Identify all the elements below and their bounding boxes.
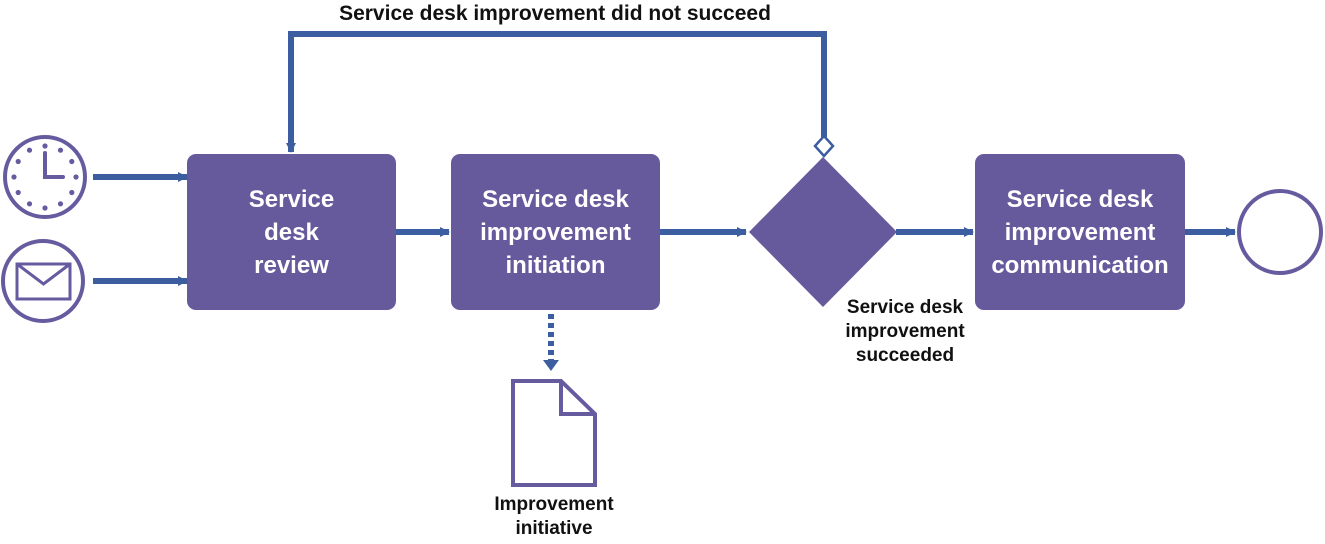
flow-loop-back <box>286 31 827 153</box>
document-icon <box>511 379 597 487</box>
task-service-desk-review[interactable]: Service desk review <box>187 154 396 310</box>
end-circle-icon <box>1237 189 1323 275</box>
task-service-desk-review-label: Service desk review <box>248 185 335 279</box>
task-service-desk-improvement-initiation[interactable]: Service desk improvement initiation <box>451 154 660 310</box>
loop-flow-label: Service desk improvement did not succeed <box>339 2 771 25</box>
association-arrowhead <box>543 360 559 371</box>
diamond-gateway <box>749 157 897 307</box>
gateway-label: Service desk improvement succeeded <box>845 297 965 366</box>
clock-icon <box>3 135 87 219</box>
task-service-desk-improvement-communication[interactable]: Service desk improvement communication <box>975 154 1185 310</box>
task-communication-label: Service desk improvement communication <box>991 185 1169 279</box>
artifact-label: Improvement initiative <box>494 494 614 539</box>
task-initiation-label: Service desk improvement initiation <box>480 185 631 279</box>
conditional-flow-marker <box>813 134 835 158</box>
envelope-icon <box>1 239 85 323</box>
